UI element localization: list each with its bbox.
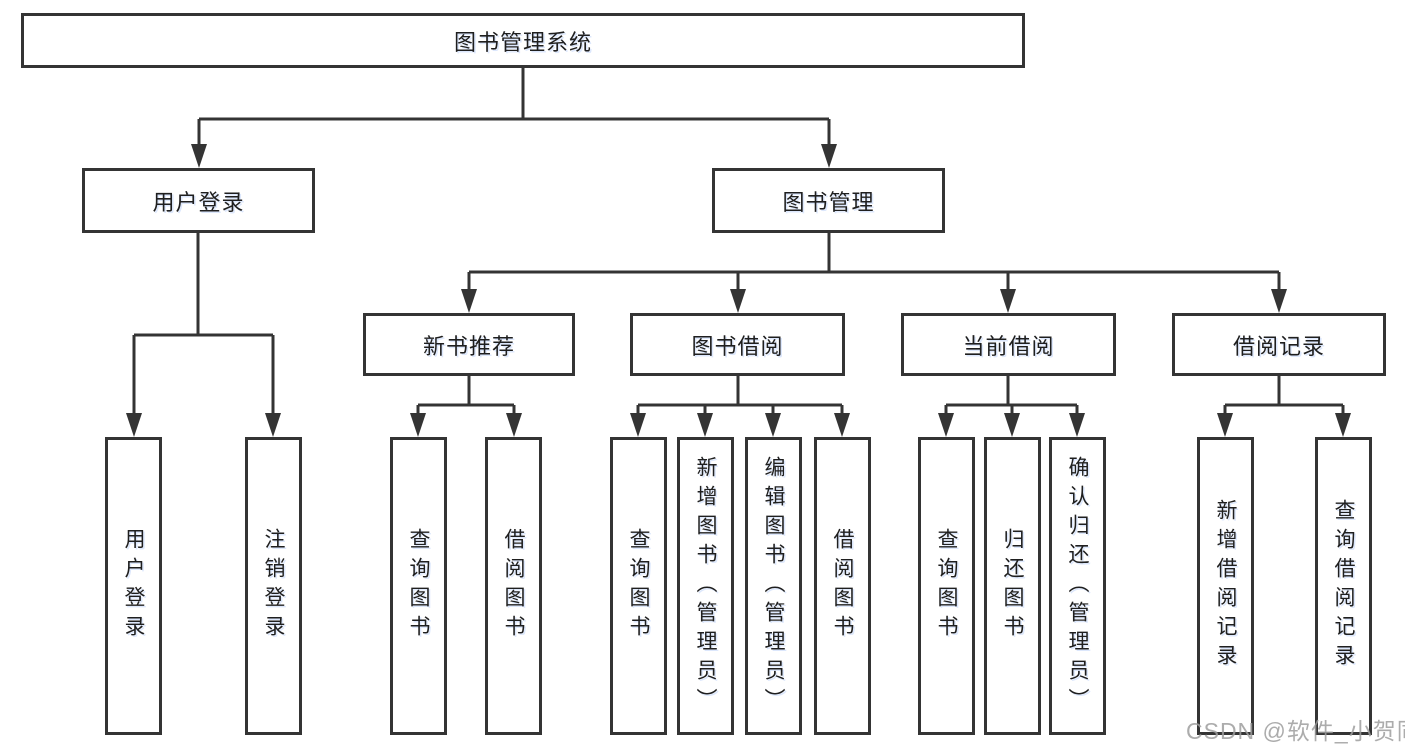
arrow-down-icon	[630, 413, 646, 437]
leaf-logout: 注销登录	[245, 437, 302, 735]
node-root: 图书管理系统	[21, 13, 1025, 68]
leaf-label: 新增图书（管理员）	[694, 455, 717, 717]
arrow-down-icon	[765, 413, 781, 437]
arrow-down-icon	[834, 413, 850, 437]
connector-userlogin-to-leaves	[132, 233, 275, 415]
node-new-book-recommend: 新书推荐	[363, 313, 575, 376]
leaf-label: 查询借阅记录	[1332, 499, 1355, 673]
arrow-down-icon	[1335, 413, 1351, 437]
leaf-records-query-record: 查询借阅记录	[1315, 437, 1372, 735]
leaf-current-query-books: 查询图书	[918, 437, 975, 735]
connector-bookmgmt-to-level3	[467, 233, 1281, 291]
leaf-recommend-borrow-books: 借阅图书	[485, 437, 542, 735]
node-book-management: 图书管理	[712, 168, 945, 233]
arrow-down-icon	[265, 413, 281, 437]
leaf-label: 编辑图书（管理员）	[762, 455, 785, 717]
connector-current-to-leaves	[944, 376, 1079, 415]
arrow-down-icon	[126, 413, 142, 437]
leaf-label: 借阅图书	[502, 528, 525, 644]
connector-records-to-leaves	[1223, 376, 1345, 415]
leaf-label: 用户登录	[122, 528, 145, 644]
arrow-down-icon	[1000, 289, 1016, 313]
leaf-label: 查询图书	[935, 528, 958, 644]
leaf-borrowing-add-books: 新增图书（管理员）	[677, 437, 734, 735]
watermark: CSDN @软件_小贺同学	[1186, 718, 1405, 744]
arrow-down-icon	[191, 144, 207, 168]
leaf-label: 归还图书	[1001, 528, 1024, 644]
leaf-label: 查询图书	[627, 528, 650, 644]
arrow-down-icon	[1004, 413, 1020, 437]
leaf-label: 注销登录	[262, 528, 285, 644]
arrow-down-icon	[730, 289, 746, 313]
arrow-down-icon	[1069, 413, 1085, 437]
leaf-borrowing-edit-books: 编辑图书（管理员）	[745, 437, 802, 735]
arrow-down-icon	[461, 289, 477, 313]
connector-recommend-to-leaves	[416, 376, 516, 415]
leaf-current-return-books: 归还图书	[984, 437, 1041, 735]
node-borrowing-records: 借阅记录	[1172, 313, 1386, 376]
arrow-down-icon	[697, 413, 713, 437]
connector-root-to-level2	[197, 68, 831, 146]
leaf-label: 新增借阅记录	[1214, 499, 1237, 673]
arrow-down-icon	[1217, 413, 1233, 437]
leaf-current-confirm-return: 确认归还（管理员）	[1049, 437, 1106, 735]
node-book-borrowing: 图书借阅	[630, 313, 845, 376]
arrow-down-icon	[410, 413, 426, 437]
arrow-down-icon	[938, 413, 954, 437]
arrow-down-icon	[821, 144, 837, 168]
arrow-down-icon	[506, 413, 522, 437]
leaf-user-login: 用户登录	[105, 437, 162, 735]
arrow-down-icon	[1271, 289, 1287, 313]
leaf-borrowing-borrow-books: 借阅图书	[814, 437, 871, 735]
node-current-borrowing: 当前借阅	[901, 313, 1116, 376]
leaf-recommend-query-books: 查询图书	[390, 437, 447, 735]
node-user-login: 用户登录	[82, 168, 315, 233]
leaf-label: 借阅图书	[831, 528, 854, 644]
leaf-label: 确认归还（管理员）	[1066, 455, 1089, 717]
leaf-label: 查询图书	[407, 528, 430, 644]
leaf-borrowing-query-books: 查询图书	[610, 437, 667, 735]
connector-borrowing-to-leaves	[636, 376, 844, 415]
leaf-records-add-record: 新增借阅记录	[1197, 437, 1254, 735]
